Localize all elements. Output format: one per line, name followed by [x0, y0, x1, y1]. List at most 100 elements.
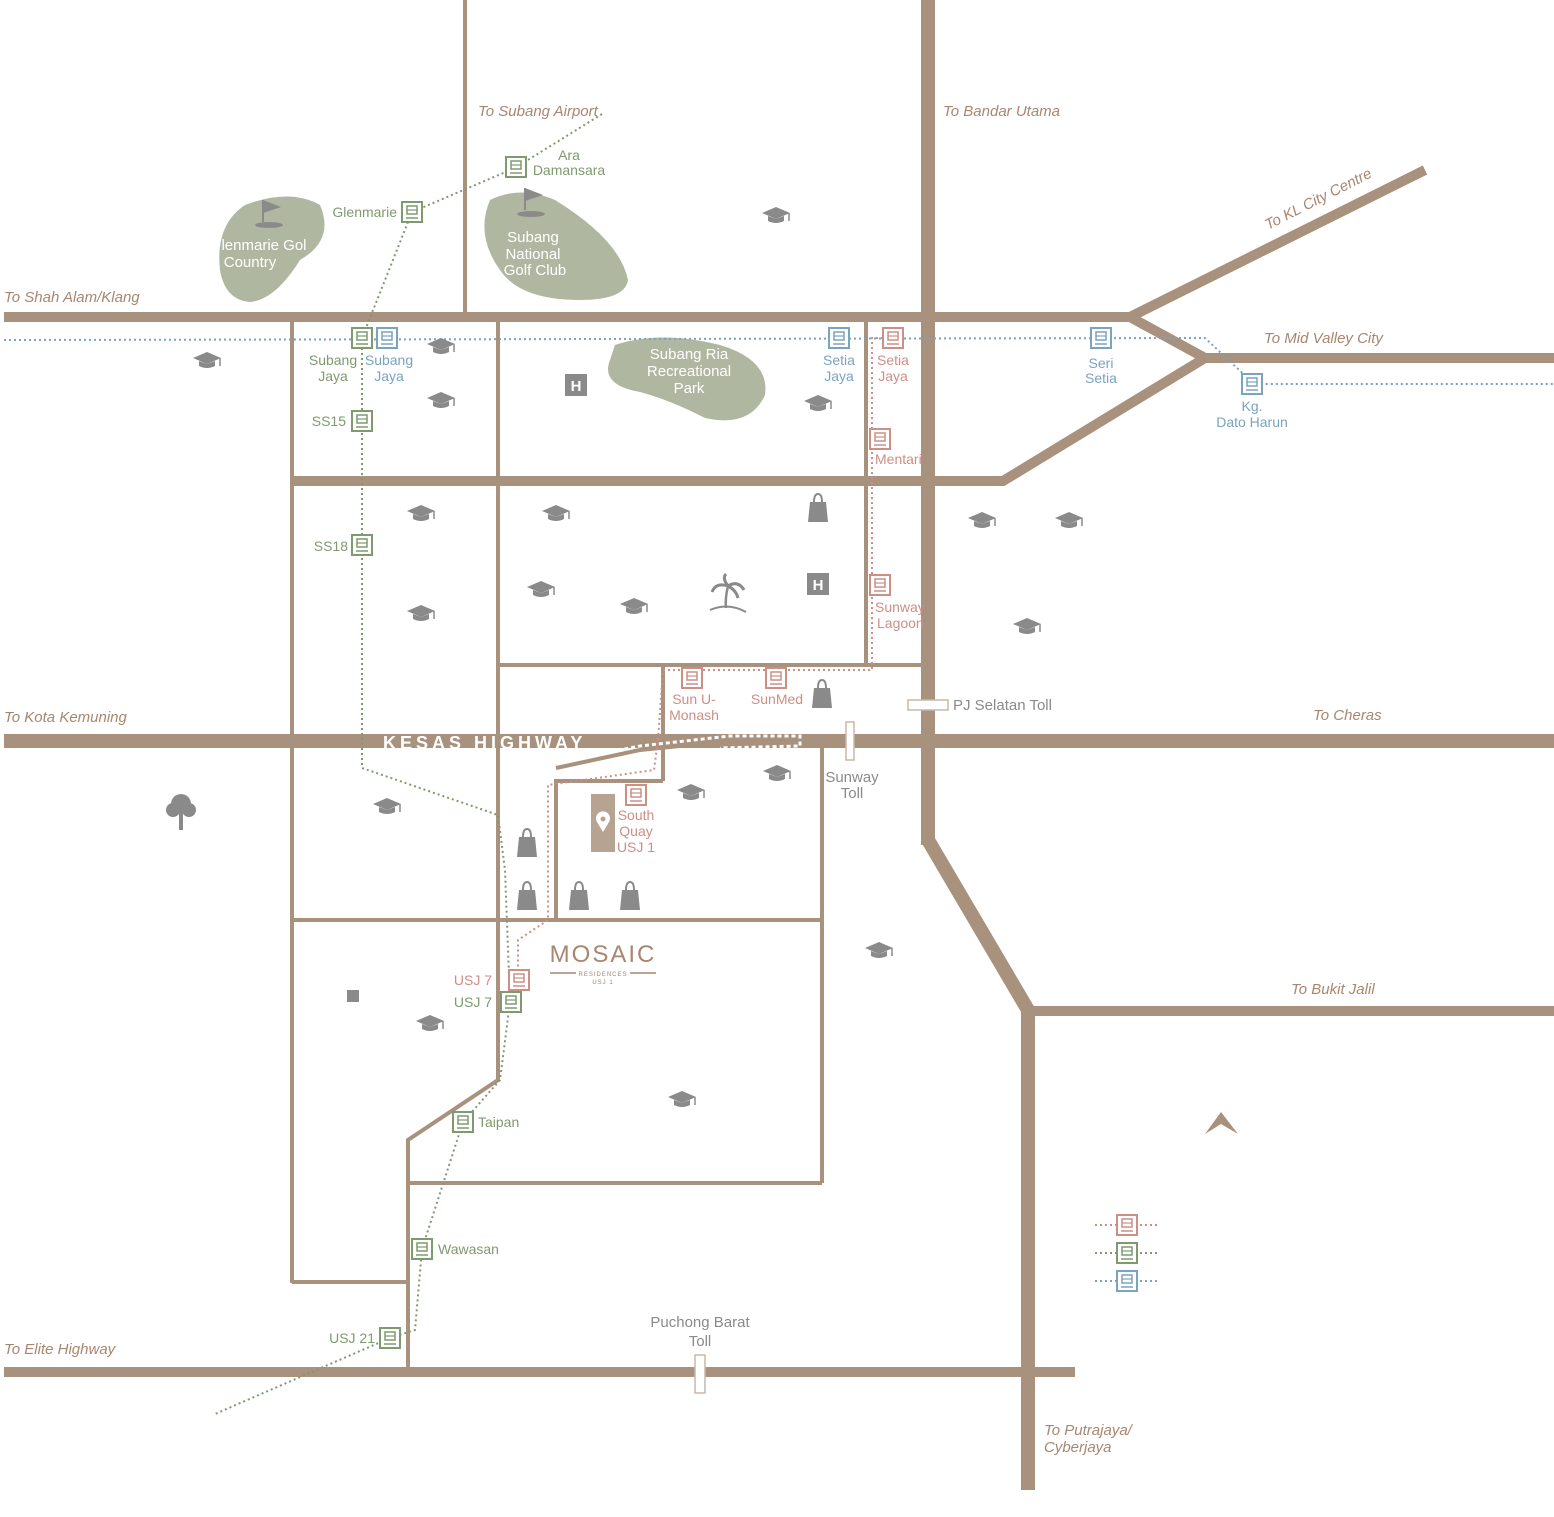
mosaic-logo-sub: RESIDENCES [578, 972, 627, 978]
graduation-cap-icon [426, 337, 456, 355]
station-label: Setia [1085, 370, 1117, 386]
train-icon [765, 667, 787, 689]
golf-flag-icon [517, 188, 545, 217]
train-icon [1241, 373, 1263, 395]
graduation-cap-icon [1054, 511, 1084, 529]
train-icon [625, 784, 647, 806]
dest-bandar-utama: To Bandar Utama [943, 103, 1060, 120]
station-label: Glenmarie [332, 204, 397, 220]
station-label: Damansara [533, 162, 606, 178]
puchong-barat-toll-marker [694, 1354, 706, 1394]
graduation-cap-icon [676, 783, 706, 801]
graduation-cap-icon [667, 1090, 697, 1108]
station-label: Dato Harun [1216, 414, 1288, 430]
station-label: Monash [669, 707, 719, 723]
toll-label: Puchong Barat [650, 1314, 750, 1331]
graduation-cap-icon [762, 764, 792, 782]
station-label: Quay [619, 823, 652, 839]
dest-cheras: To Cheras [1313, 707, 1382, 724]
graduation-cap-icon [541, 504, 571, 522]
train-icon [500, 991, 522, 1013]
station-label: Subang [309, 352, 357, 368]
park-label: lenmarie Gol [221, 237, 306, 254]
station-label: Wawasan [438, 1241, 499, 1257]
train-icon [351, 327, 373, 349]
graduation-cap-icon [864, 941, 894, 959]
station-label: Ara [558, 147, 580, 163]
train-icon [401, 201, 423, 223]
station-label: Jaya [878, 368, 908, 384]
shopping-bag-icon [516, 828, 538, 858]
train-icon [1116, 1214, 1138, 1236]
toll-label: Sunway [825, 769, 879, 786]
station-label: USJ 1 [617, 839, 655, 855]
graduation-cap-icon [192, 351, 222, 369]
station-label: Setia [823, 352, 855, 368]
pj-selatan-toll-marker [907, 699, 949, 711]
dest-cyberjaya: Cyberjaya [1044, 1439, 1112, 1456]
park-label: National [505, 246, 560, 263]
graduation-cap-icon [526, 580, 556, 598]
train-icon [508, 969, 530, 991]
graduation-cap-icon [406, 504, 436, 522]
station-label: Lagoon [877, 615, 924, 631]
train-icon [1116, 1270, 1138, 1292]
dest-elite-highway: To Elite Highway [4, 1341, 117, 1358]
park-label: Country [224, 254, 277, 271]
station-label: Sun U- [672, 691, 716, 707]
shopping-bag-icon [619, 881, 641, 911]
train-icon [452, 1111, 474, 1133]
station-label: SunMed [751, 691, 803, 707]
station-label: USJ 7 [454, 972, 492, 988]
station-label: Taipan [478, 1114, 519, 1130]
train-icon [1116, 1242, 1138, 1264]
train-icon [869, 428, 891, 450]
train-icon [869, 574, 891, 596]
mosaic-logo: MOSAIC RESIDENCES USJ 1 [550, 941, 657, 986]
train-icon [882, 327, 904, 349]
shopping-bag-icon [568, 881, 590, 911]
north-arrow-icon [1205, 1112, 1238, 1134]
station-label: Subang [365, 352, 413, 368]
park-label: Park [674, 380, 705, 397]
dest-putrajaya: To Putrajaya/ [1044, 1422, 1134, 1439]
train-icon [1090, 327, 1112, 349]
train-icon [379, 1327, 401, 1349]
glenmarie-golf-park [219, 196, 325, 302]
graduation-cap-icon [372, 797, 402, 815]
train-icon [351, 410, 373, 432]
toll-label: PJ Selatan Toll [953, 697, 1052, 714]
toll-label: Toll [841, 785, 864, 802]
hospital-icon [565, 374, 587, 396]
train-icon [505, 156, 527, 178]
rail-legend [1095, 1214, 1160, 1292]
dest-subang-airport: To Subang Airport [478, 103, 599, 120]
subang-ria-park [608, 337, 766, 421]
station-label: USJ 21 [329, 1330, 375, 1346]
mosaic-logo-name: MOSAIC [550, 941, 657, 968]
station-label: Jaya [318, 368, 348, 384]
dest-kota-kemuning: To Kota Kemuning [4, 709, 128, 726]
road-network [4, 0, 1554, 1490]
graduation-cap-icon [415, 1014, 445, 1032]
station-label: Setia [877, 352, 909, 368]
mosaic-logo-sub2: USJ 1 [592, 980, 613, 986]
graduation-cap-icon [619, 597, 649, 615]
hospital-icon [807, 573, 829, 595]
station-label: Kg. [1241, 398, 1262, 414]
subang-national-golf-park [484, 192, 628, 300]
train-icon [411, 1238, 433, 1260]
dest-shah-alam: To Shah Alam/Klang [4, 289, 140, 306]
shopping-bag-icon [516, 881, 538, 911]
location-pin-icon [596, 811, 610, 832]
station-label: SS18 [314, 538, 348, 554]
graduation-cap-icon [967, 511, 997, 529]
kesas-highway-label: KESAS HIGHWAY [383, 733, 586, 753]
dest-bukit-jalil: To Bukit Jalil [1291, 981, 1375, 998]
rail-lines [3, 113, 1554, 1415]
station-label: Seri [1089, 355, 1114, 371]
station-label: Sunway [875, 599, 925, 615]
train-icon [681, 667, 703, 689]
park-label: Subang Ria [650, 346, 729, 363]
